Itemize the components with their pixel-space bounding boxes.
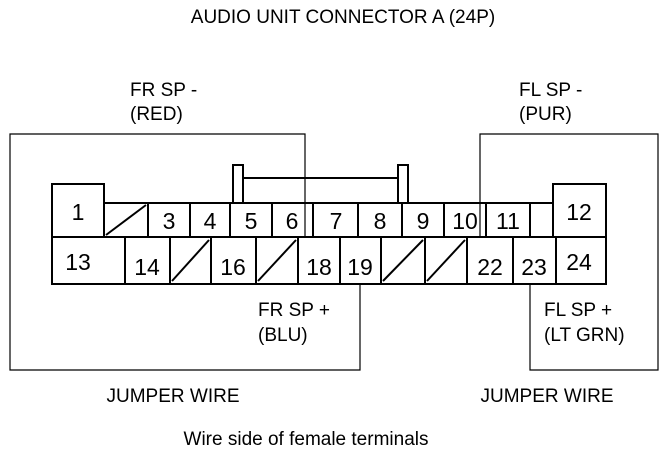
jumper-wire-right-label: JUMPER WIRE: [481, 386, 614, 407]
pin-13: 13: [65, 249, 91, 275]
pin-10: 10: [452, 208, 478, 234]
fr-sp-plus-label: FR SP +: [258, 300, 330, 321]
pin-7: 7: [330, 208, 343, 234]
diagram-title: AUDIO UNIT CONNECTOR A (24P): [191, 7, 495, 28]
pin-9: 9: [417, 208, 430, 234]
pin-18: 18: [306, 254, 332, 280]
pin-11: 11: [496, 208, 520, 234]
fl-sp-plus-label: FL SP +: [544, 300, 612, 321]
pin-23: 23: [521, 254, 547, 280]
fr-sp-minus-label: FR SP -: [130, 80, 197, 101]
pin-14: 14: [134, 254, 160, 280]
fl-sp-minus-color: (PUR): [519, 104, 572, 125]
pin-1: 1: [72, 199, 85, 225]
jumper-wire-left: [9, 133, 361, 371]
pin-8: 8: [374, 208, 387, 234]
fl-sp-plus-color: (LT GRN): [544, 325, 625, 346]
jumper-wire-right: [479, 133, 659, 371]
jumper-wire-left-label: JUMPER WIRE: [107, 386, 240, 407]
pin-4: 4: [204, 208, 217, 234]
pin-24: 24: [566, 249, 592, 275]
pin-12: 12: [566, 199, 592, 225]
fr-sp-plus-color: (BLU): [258, 325, 308, 346]
fr-sp-minus-color: (RED): [130, 104, 183, 125]
connector-body: [51, 183, 607, 285]
pin-22: 22: [477, 254, 503, 280]
diagram-caption: Wire side of female terminals: [184, 429, 429, 450]
pin-6: 6: [286, 208, 299, 234]
pin-3: 3: [163, 208, 176, 234]
pin-numbers: 1 3 4 5 6 7 8 9 10 11 12 13 14 16 18 19 …: [65, 199, 592, 280]
pin-19: 19: [347, 254, 373, 280]
connector-latch: [232, 164, 409, 204]
fl-sp-minus-label: FL SP -: [519, 80, 582, 101]
pin-16: 16: [220, 254, 246, 280]
pin-5: 5: [245, 208, 258, 234]
